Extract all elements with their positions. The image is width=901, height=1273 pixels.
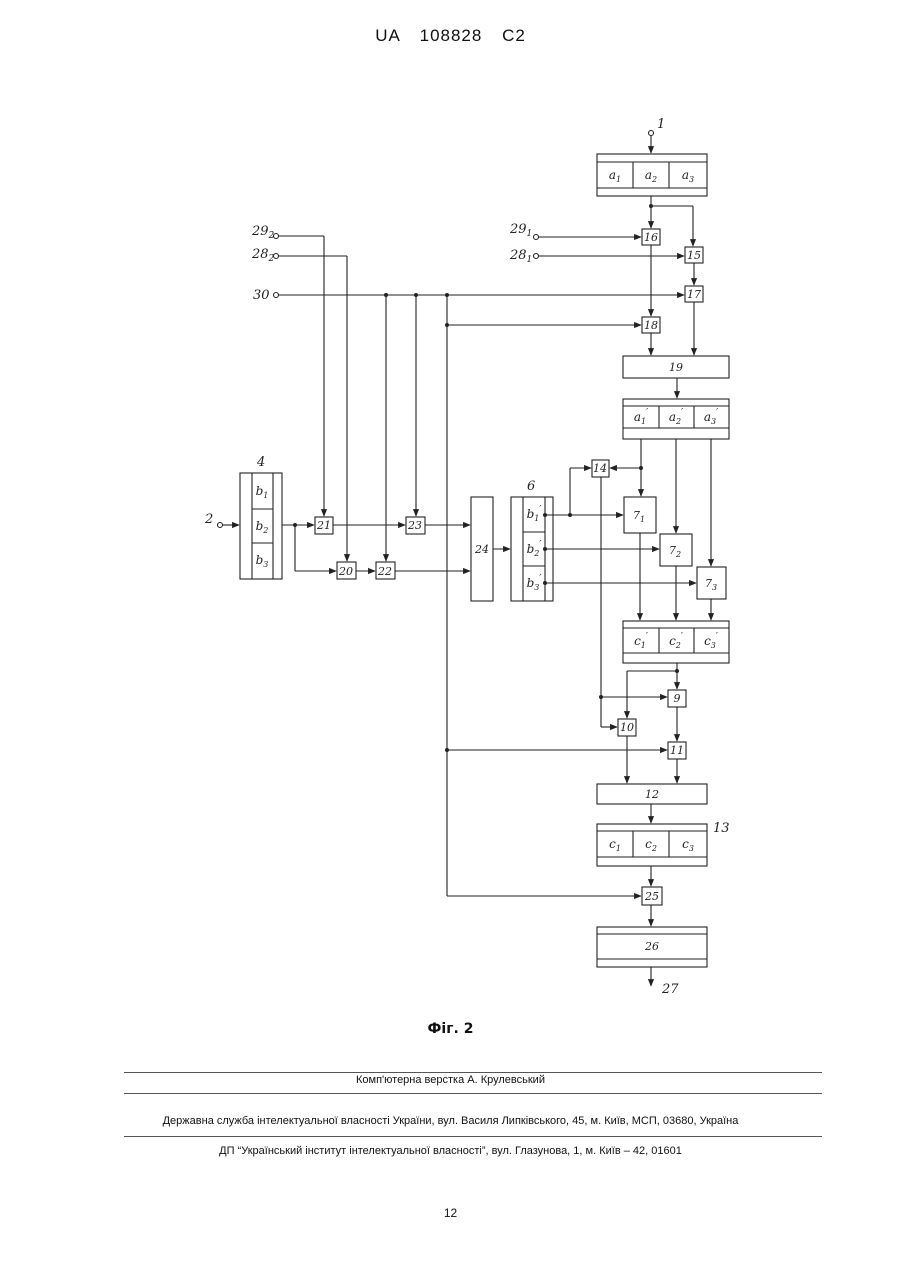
block-9-label: 9 (674, 692, 681, 705)
label-input-2: 2 (204, 512, 213, 527)
block-20-label: 20 (338, 565, 353, 578)
cell-b3-prime: b3′ (527, 574, 542, 592)
label-output-27: 27 (661, 982, 679, 997)
cell-b3: b3 (256, 553, 269, 569)
block-7-2-label: 72 (669, 544, 681, 559)
cell-a2-prime: a2′ (669, 408, 683, 426)
cell-a2: a2 (645, 168, 657, 184)
footer-rule-2 (124, 1093, 822, 1094)
footer-institute: ДП “Український інститут інтелектуальної… (0, 1145, 901, 1157)
label-input-30: 30 (253, 288, 270, 303)
cell-b1-prime: b1′ (527, 505, 542, 523)
block-14-label: 14 (593, 462, 607, 475)
block-26-label: 26 (644, 940, 659, 953)
footer-layout-credit: Комп'ютерна верстка А. Крулевський (0, 1074, 901, 1086)
label-input-1: 1 (657, 117, 665, 132)
block-16-label: 16 (644, 231, 658, 244)
block-23-label: 23 (407, 519, 422, 532)
block-25-label: 25 (644, 890, 659, 903)
block-15-label: 15 (687, 249, 701, 262)
cell-b2-prime: b2′ (527, 540, 542, 558)
block-11-label: 11 (670, 744, 684, 757)
footer-agency: Державна служба інтелектуальної власност… (0, 1115, 901, 1127)
cell-c2: c2 (645, 837, 657, 853)
cell-a1-prime: a1′ (634, 408, 648, 426)
block-18-label: 18 (644, 319, 658, 332)
cell-b2: b2 (256, 519, 269, 535)
cell-a3: a3 (682, 168, 694, 184)
label-input-28-2: 282 (251, 247, 275, 264)
block-19-label: 19 (669, 361, 683, 374)
block-7-3-label: 73 (705, 577, 717, 592)
block-10-label: 10 (620, 721, 634, 734)
cell-a3-prime: a3′ (704, 408, 718, 426)
block-22-label: 22 (377, 565, 392, 578)
label-register-13: 13 (713, 821, 730, 836)
block-7-1-label: 71 (633, 509, 645, 524)
block-21-label: 21 (316, 519, 331, 532)
cell-c1-prime: c1′ (634, 632, 648, 650)
block-17-label: 17 (687, 288, 701, 301)
footer-rule-3 (124, 1136, 822, 1137)
footer-rule-1 (124, 1072, 822, 1073)
label-register-6: 6 (527, 479, 535, 494)
page-number: 12 (0, 1206, 901, 1220)
cell-c1: c1 (609, 837, 621, 853)
label-input-29-2: 292 (251, 224, 275, 241)
cell-c3: c3 (682, 837, 694, 853)
label-input-28-1: 281 (509, 248, 532, 265)
cell-b1: b1 (256, 484, 269, 500)
block-24-label: 24 (474, 543, 489, 556)
cell-c3-prime: c3′ (704, 632, 718, 650)
cell-c2-prime: c2′ (669, 632, 683, 650)
block-12-label: 12 (645, 788, 659, 801)
label-register-4: 4 (256, 455, 265, 470)
label-input-29-1: 291 (509, 222, 532, 239)
figure-caption: Фіг. 2 (0, 1021, 901, 1037)
cell-a1: a1 (609, 168, 621, 184)
